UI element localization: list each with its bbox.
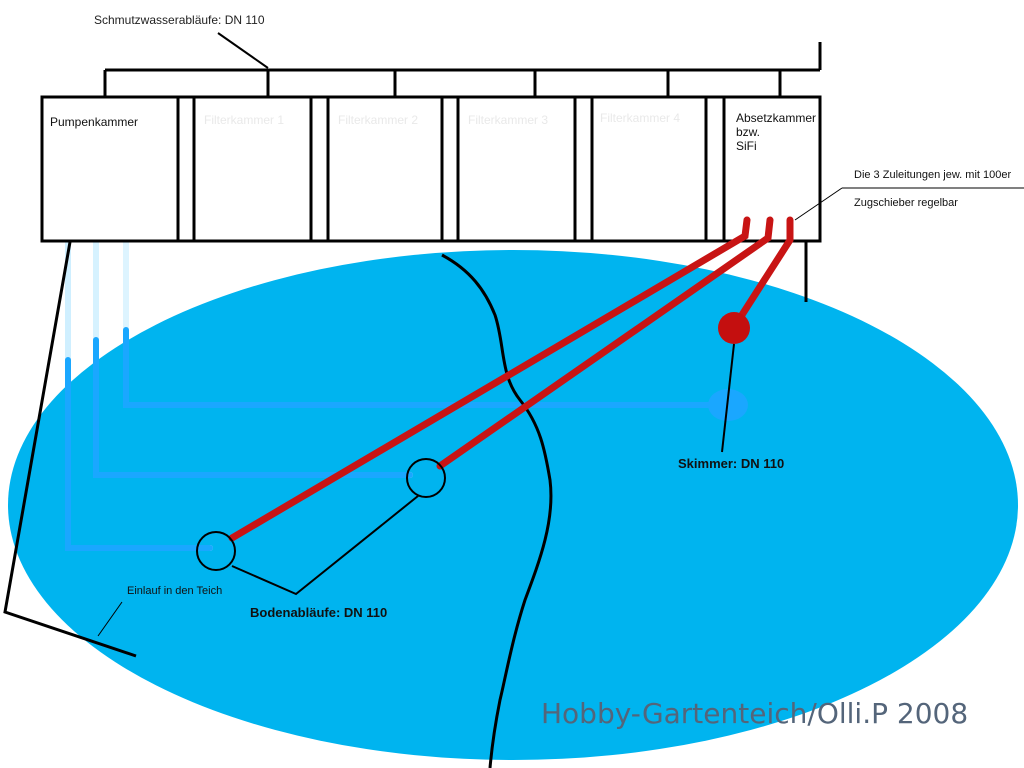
settling-chamber-label-2: bzw. — [736, 125, 760, 139]
filter-chamber-3-label: Filterkammer 3 — [468, 113, 548, 127]
bottom-drains-label: Bodenabläufe: DN 110 — [250, 605, 387, 620]
supply-note-line-2: Zugschieber regelbar — [854, 197, 958, 209]
watermark: Hobby-Gartenteich/Olli.P 2008 — [541, 697, 968, 730]
divider-line — [441, 253, 553, 768]
bottom-drain-1 — [196, 531, 236, 571]
settling-chamber-label-3: SiFi — [736, 139, 757, 153]
dirty-water-leader — [217, 32, 269, 69]
inlet-pipe — [3, 241, 137, 658]
return-pipe-1-blue — [65, 357, 213, 551]
pump-chamber-label: Pumpenkammer — [50, 115, 138, 129]
skimmer-leader — [721, 343, 735, 453]
supply-note-leader — [794, 187, 843, 221]
skimmer-dot — [718, 312, 750, 344]
dirty-water-drains-label: Schmutzwasserabläufe: DN 110 — [94, 13, 265, 27]
supply-pipes — [228, 216, 794, 542]
inlet-label: Einlauf in den Teich — [127, 585, 222, 597]
filter-chamber-block — [40, 95, 822, 243]
filter-chamber-1-label: Filterkammer 1 — [204, 113, 284, 127]
supply-pipe-skimmer — [736, 216, 794, 322]
return-pipes — [65, 239, 748, 551]
bottom-drains-leader — [231, 495, 419, 596]
dirty-water-manifold — [103, 42, 822, 97]
pond — [8, 250, 1018, 760]
filter-chamber-2-label: Filterkammer 2 — [338, 113, 418, 127]
skimmer-label: Skimmer: DN 110 — [678, 456, 784, 471]
supply-pipe-bottom-drain-2 — [436, 216, 774, 470]
supply-note-line-1: Die 3 Zuleitungen jew. mit 100er — [854, 169, 1011, 181]
settling-chamber-label-1: Absetzkammer — [736, 111, 816, 125]
inlet-leader — [97, 601, 123, 637]
supply-pipe-bottom-drain-1 — [228, 216, 751, 542]
return-pipe-2-blue — [93, 337, 413, 478]
filter-chamber-4-label: Filterkammer 4 — [600, 111, 680, 125]
chamber-housing — [40, 95, 822, 243]
bottom-drain-2 — [406, 458, 446, 498]
